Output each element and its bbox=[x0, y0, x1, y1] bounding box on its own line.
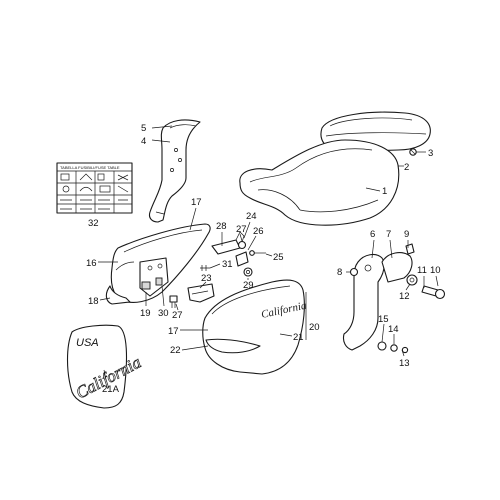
spring-clip bbox=[200, 265, 210, 271]
right-bracket-assembly bbox=[342, 243, 446, 354]
callout-4: 4 bbox=[141, 136, 146, 147]
upper-bracket bbox=[148, 119, 201, 223]
callout-22: 22 bbox=[170, 345, 181, 356]
usa-inset-frame bbox=[66, 324, 127, 409]
callout-6: 6 bbox=[370, 229, 375, 240]
callout-5: 5 bbox=[141, 123, 146, 134]
lower-washer bbox=[377, 341, 387, 351]
usa-label: USA bbox=[76, 337, 99, 349]
latch-bracket bbox=[187, 283, 215, 303]
leader-lines bbox=[98, 125, 439, 381]
callout-26: 26 bbox=[253, 226, 264, 237]
callout-23: 23 bbox=[201, 273, 212, 284]
callout-9: 9 bbox=[404, 229, 409, 240]
callout-27-top: 27 bbox=[236, 224, 247, 235]
lower-nut bbox=[390, 344, 398, 352]
callout-20: 20 bbox=[309, 322, 320, 333]
callout-14: 14 bbox=[388, 324, 399, 335]
hinge-plate bbox=[211, 239, 241, 255]
lower-screw bbox=[401, 346, 409, 354]
callout-27-lower: 27 bbox=[172, 310, 183, 321]
callout-25: 25 bbox=[273, 252, 284, 263]
callout-21a: 21A bbox=[102, 384, 120, 395]
fuse-sticker-title: TABELLA FUSIBILI/FUSE TABLE bbox=[60, 165, 120, 170]
side-cover-panel bbox=[202, 279, 305, 375]
callout-2: 2 bbox=[404, 162, 409, 173]
left-battery-tray bbox=[105, 223, 211, 305]
callout-11: 11 bbox=[417, 265, 427, 276]
callout-7: 7 bbox=[386, 229, 391, 240]
usa-emblem-inset: USA California bbox=[66, 324, 145, 409]
callout-3: 3 bbox=[428, 148, 433, 159]
callout-30: 30 bbox=[158, 308, 169, 319]
middle-small-parts bbox=[169, 265, 215, 308]
hinge-washer bbox=[243, 267, 253, 277]
bracket-nut bbox=[349, 267, 359, 277]
callout-8: 8 bbox=[337, 267, 342, 278]
callout-19: 19 bbox=[140, 308, 151, 319]
tray-lower-bracket bbox=[105, 285, 131, 305]
clip-lower bbox=[169, 295, 178, 303]
grab-bracket bbox=[342, 253, 385, 351]
bracket-bolt-head bbox=[405, 243, 415, 255]
frame-bracket bbox=[148, 119, 201, 223]
callout-13: 13 bbox=[399, 358, 410, 369]
callout-32: 32 bbox=[88, 218, 99, 229]
rider-seat bbox=[239, 139, 400, 226]
fuse-table-sticker: TABELLA FUSIBILI/FUSE TABLE bbox=[56, 162, 133, 214]
callout-18: 18 bbox=[88, 296, 99, 307]
callout-24: 24 bbox=[246, 211, 257, 222]
callout-1: 1 bbox=[382, 186, 387, 197]
hinge-nut bbox=[237, 240, 247, 250]
callout-16: 16 bbox=[86, 258, 97, 269]
side-cover-trim bbox=[205, 338, 261, 354]
lock-hinge-parts bbox=[211, 231, 266, 277]
callout-12: 12 bbox=[399, 291, 410, 302]
callout-numbers: 1 2 3 4 5 6 7 8 9 10 11 12 13 14 15 16 1… bbox=[86, 123, 441, 395]
callout-29: 29 bbox=[243, 280, 254, 291]
spacer bbox=[406, 274, 418, 286]
seat-assembly bbox=[239, 111, 431, 226]
callout-21: 21 bbox=[293, 332, 304, 343]
bracket-cup bbox=[381, 252, 413, 283]
hinge-arm bbox=[235, 251, 249, 267]
callout-17-lower: 17 bbox=[168, 326, 179, 337]
callout-28: 28 bbox=[216, 221, 227, 232]
fuse-block bbox=[141, 281, 151, 290]
side-cover: California bbox=[202, 279, 308, 375]
callout-31: 31 bbox=[222, 259, 233, 270]
callout-15: 15 bbox=[378, 314, 389, 325]
callout-10: 10 bbox=[430, 265, 441, 276]
callout-17-top: 17 bbox=[191, 197, 202, 208]
